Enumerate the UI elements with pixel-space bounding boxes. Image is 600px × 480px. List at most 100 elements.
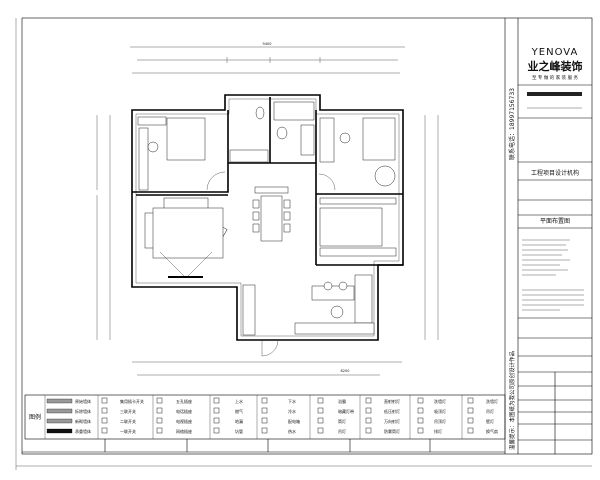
bar-stool bbox=[323, 281, 333, 291]
cabinet-bottom bbox=[294, 322, 375, 335]
kitchen-counter bbox=[229, 149, 269, 163]
legend-label: 洗墙灯 bbox=[486, 398, 498, 404]
outer-frame bbox=[21, 17, 593, 455]
bedroom-1-walls bbox=[132, 110, 229, 193]
legend-symbol-icon bbox=[156, 407, 163, 414]
legend-label: 拆除墙体 bbox=[75, 408, 91, 414]
brand-logo: YENOVA bbox=[531, 47, 579, 58]
legend-symbol-icon bbox=[365, 407, 372, 414]
legend-label: 二联开关 bbox=[120, 418, 136, 424]
wall-type-swatch bbox=[46, 428, 73, 434]
legend-symbol-icon bbox=[156, 427, 163, 434]
legend-label: 五孔插座 bbox=[176, 398, 192, 404]
legend-label: 低压射灯 bbox=[384, 408, 400, 414]
chair-1 bbox=[147, 141, 159, 153]
toilet bbox=[276, 126, 288, 140]
legend-label: 坑管 bbox=[235, 428, 243, 434]
legend-label: 浴霸 bbox=[338, 398, 346, 404]
legend-label: 直射射灯 bbox=[384, 398, 400, 404]
legend-label: 吊灯 bbox=[338, 428, 346, 434]
legend-symbol-icon bbox=[156, 397, 163, 404]
dining-chairs bbox=[252, 199, 291, 233]
legend-symbol-icon bbox=[213, 407, 220, 414]
wall-type-swatch bbox=[46, 418, 73, 424]
legend-label: 吊顶灯 bbox=[434, 418, 446, 424]
legend-symbol-icon bbox=[101, 417, 108, 424]
legend-symbol-icon bbox=[213, 417, 220, 424]
wall-type-swatch bbox=[46, 408, 73, 414]
legend-symbol-icon bbox=[317, 427, 324, 434]
company-slogan: 至 专 做 的 家 装 服 务 bbox=[532, 74, 579, 81]
floor-plan bbox=[131, 94, 404, 357]
legend-symbol-icon bbox=[317, 407, 324, 414]
legend-symbol-icon bbox=[417, 417, 424, 424]
legend-symbol-icon bbox=[467, 407, 474, 414]
legend-table: 图例 原始墙体拆除墙体新砌墙体承重墙体集用插卡开关三联开关二联开关一联开关五孔插… bbox=[22, 394, 506, 453]
round-chair bbox=[374, 165, 396, 187]
legend-label: 筒灯 bbox=[338, 418, 346, 424]
company-name: 业之峰装饰 bbox=[528, 59, 583, 73]
legend-symbol-icon bbox=[101, 427, 108, 434]
legend-label: 集用插卡开关 bbox=[120, 398, 144, 404]
legend-label: 热水 bbox=[288, 428, 296, 434]
bed-2 bbox=[362, 117, 396, 161]
legend-symbol-icon bbox=[156, 417, 163, 424]
legend-symbol-icon bbox=[101, 397, 108, 404]
legend-label: 原始墙体 bbox=[75, 398, 91, 404]
bedroom-1-door bbox=[206, 171, 226, 191]
company-banner bbox=[527, 92, 582, 96]
legend-symbol-icon bbox=[101, 407, 108, 414]
wardrobe-1 bbox=[137, 116, 167, 126]
tv-cabinet bbox=[168, 276, 203, 278]
legend-symbol-icon bbox=[261, 427, 268, 434]
dimension-lines: 9400 8200 bbox=[96, 42, 439, 376]
legend-label: 冷水 bbox=[288, 408, 296, 414]
legend-label: 上水 bbox=[235, 398, 243, 404]
legend-label: 电视插座 bbox=[176, 418, 192, 424]
legend-symbol-icon bbox=[467, 397, 474, 404]
bed-1 bbox=[166, 117, 206, 161]
legend-label: 承重墙体 bbox=[75, 428, 91, 434]
legend-label: 配电箱 bbox=[288, 418, 300, 424]
counter-bottom bbox=[319, 247, 397, 257]
vanity bbox=[300, 124, 315, 156]
phone-vertical: 联系电话：18997156733 bbox=[508, 88, 516, 160]
lounge-chair bbox=[330, 305, 344, 319]
legend-symbol-icon bbox=[417, 397, 424, 404]
legend-symbol-icon bbox=[365, 397, 372, 404]
legend-symbol-icon bbox=[261, 417, 268, 424]
legend-symbol-icon bbox=[417, 407, 424, 414]
legend-label: 新砌墙体 bbox=[75, 418, 91, 424]
legend-symbol-icon bbox=[213, 427, 220, 434]
legend-label: 排灯 bbox=[434, 428, 442, 434]
daybed bbox=[354, 274, 373, 324]
legend-label: 换气扇 bbox=[486, 428, 498, 434]
desk-1 bbox=[138, 127, 149, 191]
wall-type-swatch bbox=[46, 398, 73, 404]
legend-symbol-icon bbox=[417, 427, 424, 434]
wardrobe-2 bbox=[319, 117, 335, 163]
legend-label: 壁灯 bbox=[486, 418, 494, 424]
legend-label: 吸顶灯 bbox=[434, 408, 446, 414]
drawing-name: 平面布置图 bbox=[540, 217, 570, 225]
legend-symbol-icon bbox=[365, 427, 372, 434]
entry-door bbox=[261, 339, 279, 357]
bedroom-2-door bbox=[318, 173, 336, 191]
washbasin bbox=[255, 106, 265, 120]
legend-symbol-icon bbox=[261, 397, 268, 404]
rug bbox=[152, 207, 224, 259]
legend-label: 电话插座 bbox=[176, 408, 192, 414]
side-note-vertical: 温馨提示：本图纸为我公司原创设计作品 bbox=[508, 350, 516, 450]
legend-label: 洗墙灯 bbox=[434, 398, 446, 404]
legend-label: 一联开关 bbox=[120, 428, 136, 434]
title-block: YENOVA 业之峰装饰 至 专 做 的 家 装 服 务 工程项目设计机构 平面… bbox=[508, 47, 592, 454]
legend-symbol-icon bbox=[467, 427, 474, 434]
legend-symbol-icon bbox=[317, 417, 324, 424]
legend-label: 下水 bbox=[288, 398, 296, 404]
legend-border bbox=[24, 394, 506, 440]
dim-total-top: 9400 bbox=[263, 42, 272, 46]
legend-symbol-icon bbox=[467, 417, 474, 424]
notes-text bbox=[522, 239, 584, 311]
chair-2 bbox=[339, 132, 351, 144]
legend-label: 万向射灯 bbox=[384, 418, 400, 424]
